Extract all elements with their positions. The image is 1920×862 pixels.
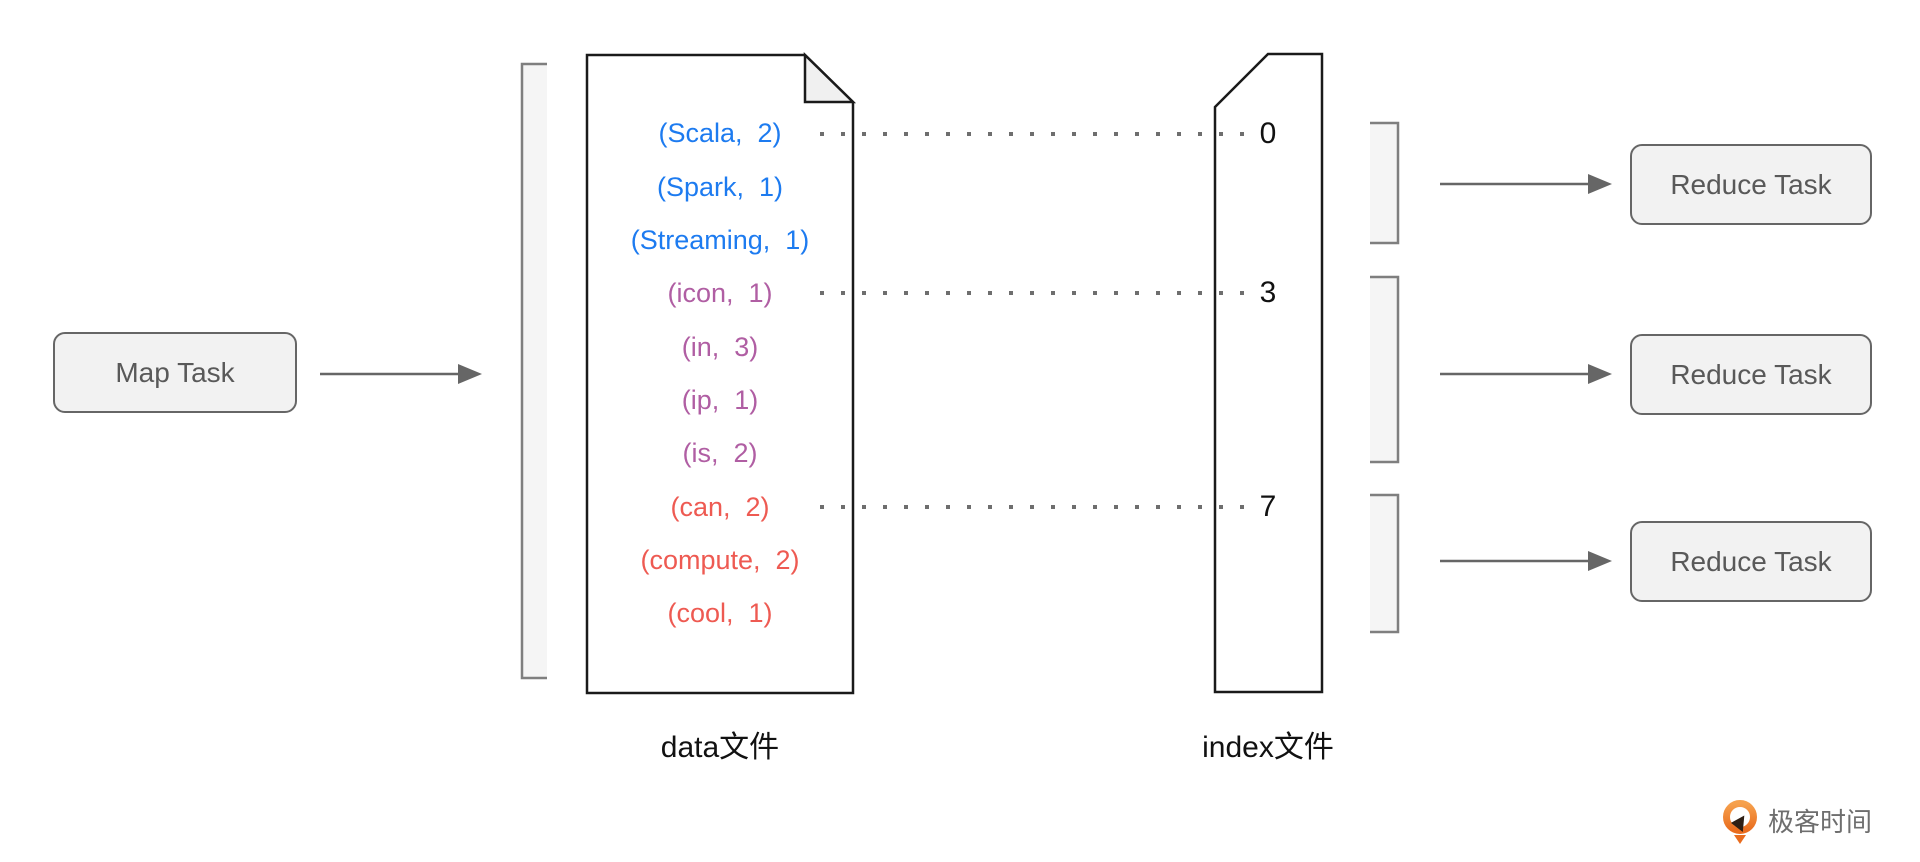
reduce-task-label: Reduce Task <box>1670 168 1832 200</box>
index-range-bracket-1 <box>1370 121 1400 245</box>
index-file-label: index文件 <box>1202 731 1334 764</box>
tuple-cool: (cool, 1) <box>667 598 773 628</box>
tuple-streaming: (Streaming, 1) <box>630 225 810 255</box>
reduce-task-label: Reduce Task <box>1670 358 1832 390</box>
map-task-box: Map Task <box>53 332 297 413</box>
tuple-scala: (Scala, 2) <box>658 118 782 148</box>
reduce-task-label: Reduce Task <box>1670 545 1832 577</box>
index-range-bracket-2 <box>1370 275 1400 464</box>
reduce-task-box-3: Reduce Task <box>1630 521 1872 602</box>
tuple-can: (can, 2) <box>670 492 770 522</box>
index-offset-0: 0 <box>1259 117 1277 150</box>
tuple-in: (in, 3) <box>681 332 759 362</box>
tuple-compute: (compute, 2) <box>640 545 800 575</box>
data-file-left-bracket <box>520 62 547 680</box>
data-file-label: data文件 <box>660 731 780 764</box>
index-range-bracket-3 <box>1370 493 1400 634</box>
reduce-task-box-1: Reduce Task <box>1630 144 1872 225</box>
arrow-to-reduce-task-3 <box>1440 551 1612 571</box>
arrow-to-reduce-task-2 <box>1440 364 1612 384</box>
arrow-map-to-data-file <box>320 364 482 384</box>
index-offset-7: 7 <box>1259 490 1277 523</box>
tuple-ip: (ip, 1) <box>681 385 759 415</box>
map-task-label: Map Task <box>115 356 235 388</box>
geektime-logo-icon <box>1723 800 1757 844</box>
tuple-spark: (Spark, 1) <box>656 172 784 202</box>
index-offset-3: 3 <box>1259 276 1277 309</box>
index-file-shape <box>1213 52 1324 694</box>
tuple-icon: (icon, 1) <box>667 278 773 308</box>
geektime-logo: 极客时间 <box>1722 798 1872 846</box>
document-fold-corner <box>803 52 857 104</box>
arrow-to-reduce-task-1 <box>1440 174 1612 194</box>
geektime-logo-text: 极客时间 <box>1768 807 1873 837</box>
tuple-is: (is, 2) <box>682 438 758 468</box>
data-file-document-shape <box>585 52 857 695</box>
reduce-task-box-2: Reduce Task <box>1630 334 1872 415</box>
